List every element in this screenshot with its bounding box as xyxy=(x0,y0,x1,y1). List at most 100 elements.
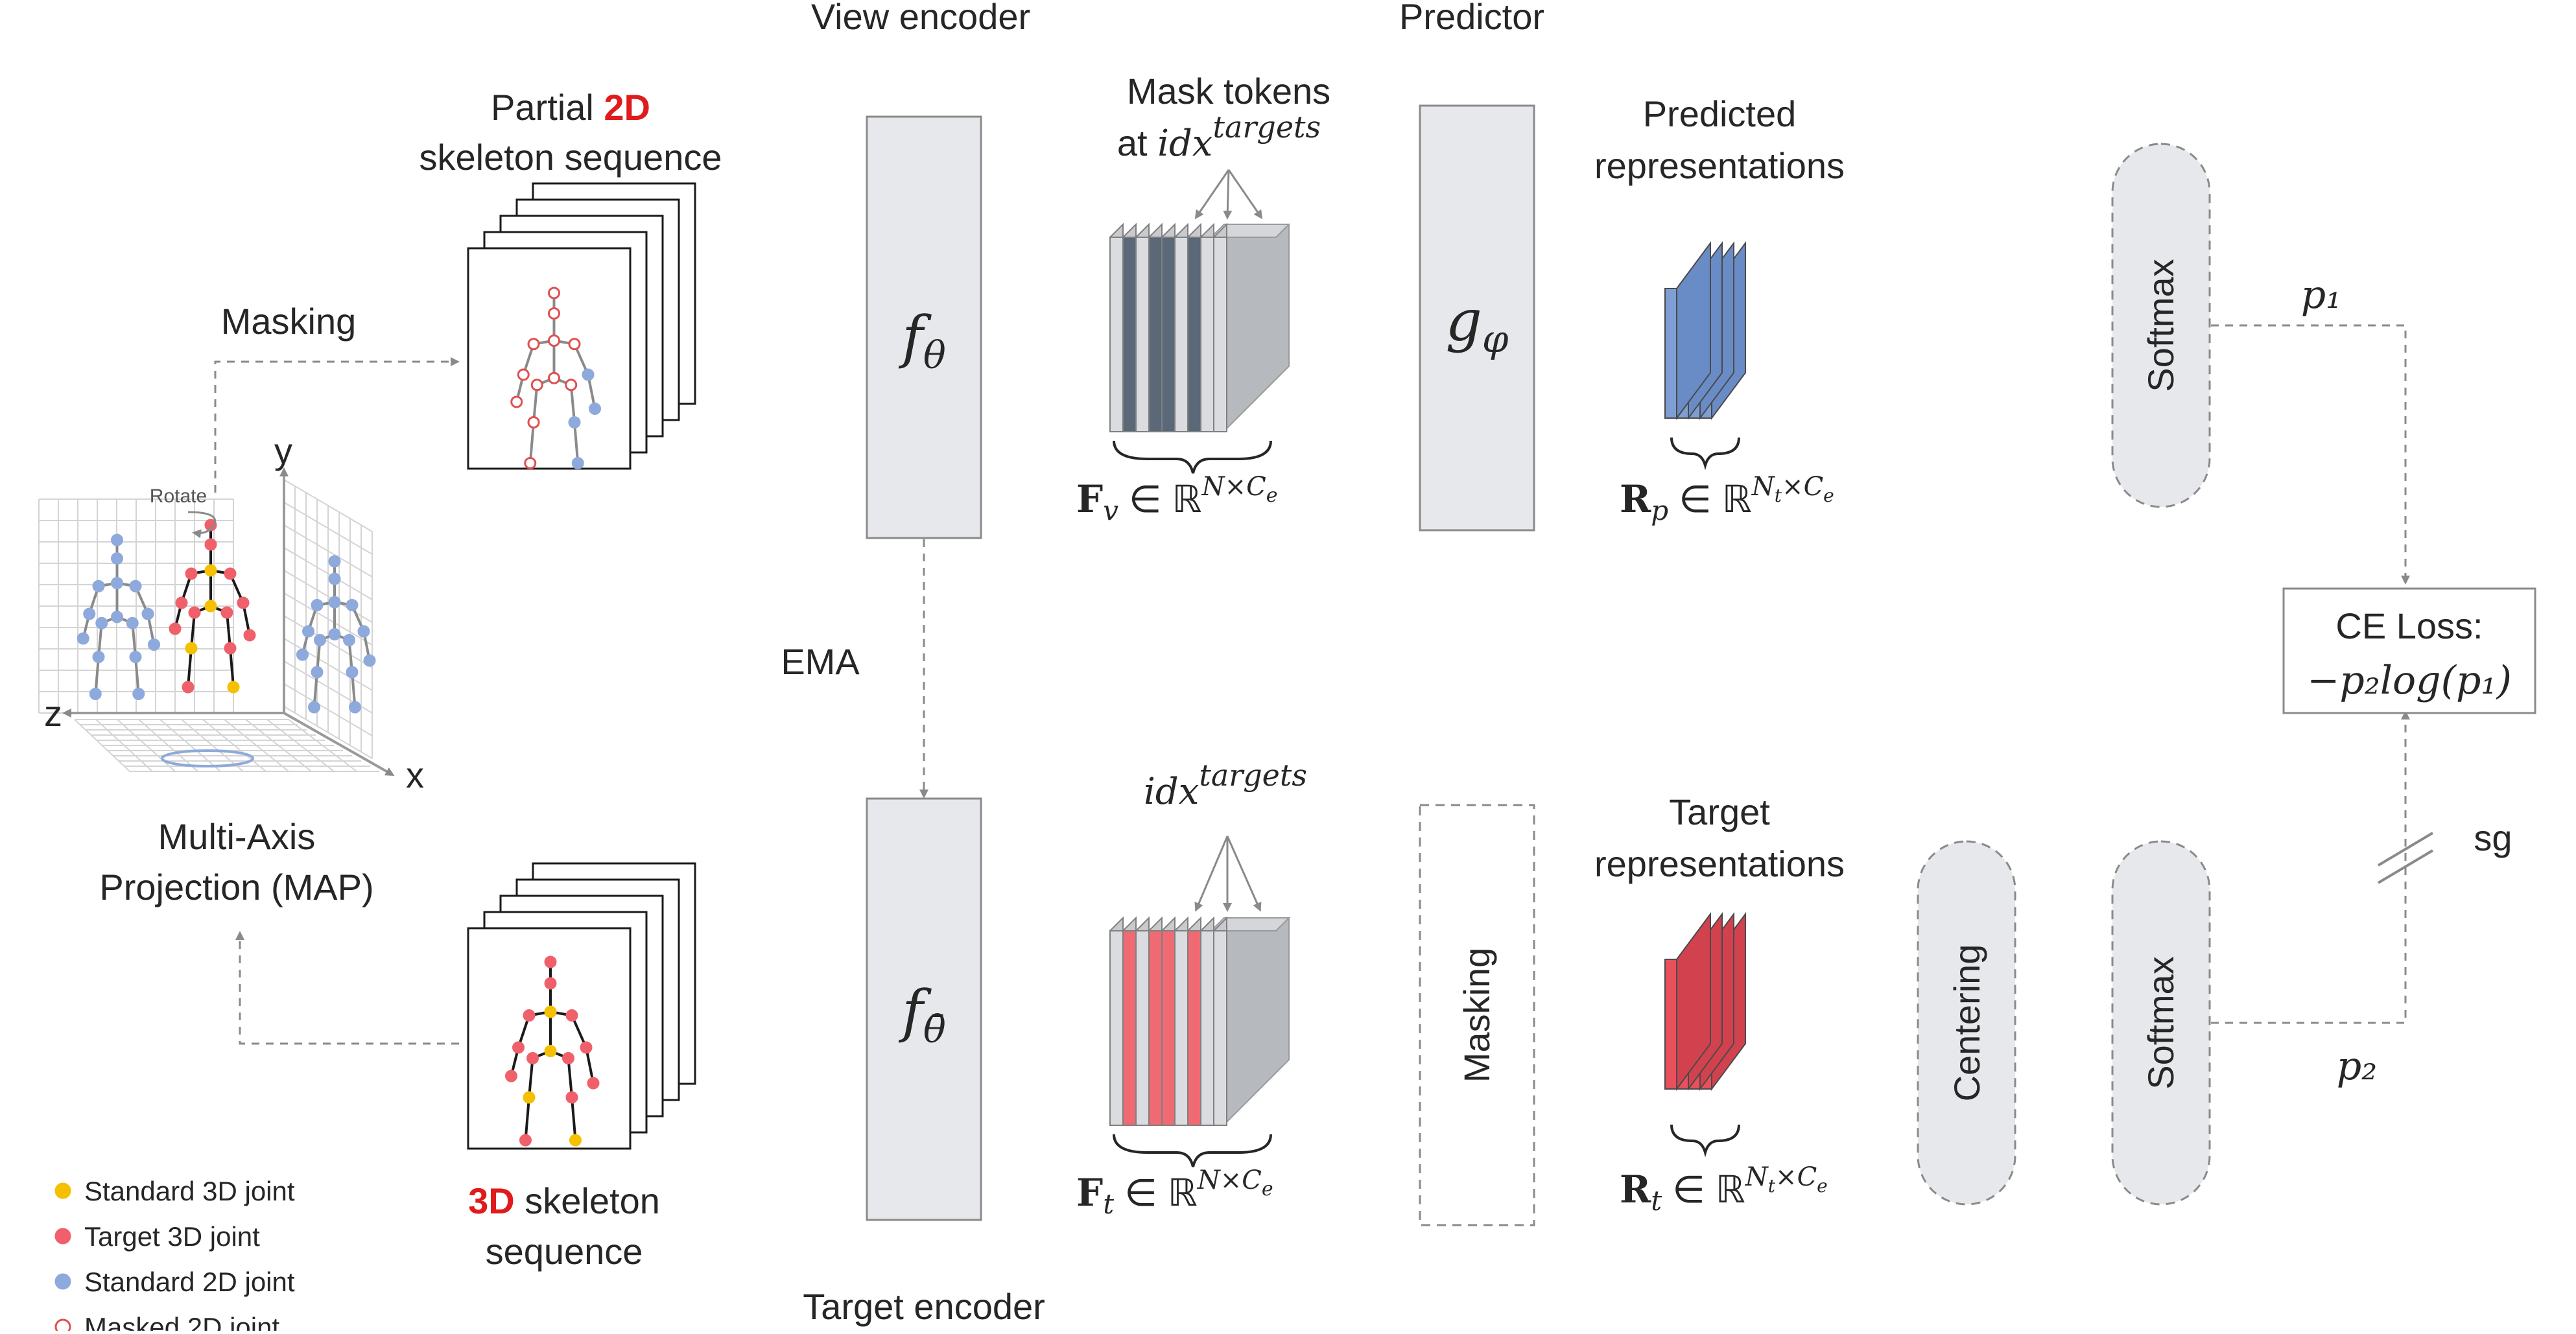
skeleton-joint xyxy=(568,416,581,428)
skeleton-joint xyxy=(243,629,256,642)
skeleton-joint xyxy=(77,632,89,645)
skeleton-joint xyxy=(204,564,217,577)
rp-brace xyxy=(1670,437,1740,471)
skeleton-joint xyxy=(544,977,557,990)
feature-token xyxy=(1187,237,1201,432)
predicted-label-1: Predicted xyxy=(1643,93,1797,134)
partial-2d-label-1: Partial 2D xyxy=(491,87,650,128)
skeleton-joint xyxy=(544,955,557,968)
skeleton-joint xyxy=(308,701,320,714)
p2-label: p₂ xyxy=(2337,1044,2377,1089)
skeleton-joint xyxy=(126,616,139,629)
skeleton-joint xyxy=(111,533,123,546)
ft-brace xyxy=(1113,1134,1272,1167)
target-feature-stack xyxy=(1109,916,1291,1127)
ce-loss-title: CE Loss: xyxy=(2335,605,2483,646)
legend-label: Standard 2D joint xyxy=(84,1267,295,1297)
ce-loss-box xyxy=(2282,587,2536,714)
centering-label: Centering xyxy=(1946,944,1987,1102)
skeleton-joint xyxy=(523,1091,536,1104)
target-repr-label-1: Target xyxy=(1669,791,1770,832)
fv-formula: Fv ∈ ℝN×Ce xyxy=(1076,472,1278,526)
g-phi-symbol: gφ xyxy=(1446,287,1509,361)
mask-tokens-label: Mask tokens xyxy=(1127,71,1330,111)
legend-marker xyxy=(54,1273,71,1290)
to-map-arrow xyxy=(235,931,459,1045)
skeleton-joint xyxy=(510,395,523,408)
feature-token xyxy=(1200,237,1214,432)
skeleton-3d-label-1: 3D skeleton xyxy=(468,1180,660,1221)
skeleton-joint xyxy=(111,611,123,624)
rt-brace xyxy=(1670,1124,1740,1158)
skeleton-joint xyxy=(346,599,359,611)
skeleton-joint xyxy=(328,628,341,640)
feature-token xyxy=(1109,930,1124,1126)
skeleton-joint xyxy=(548,287,560,299)
skeleton-joint xyxy=(296,648,309,661)
predicted-label-2: representations xyxy=(1594,145,1845,186)
p2-arrow xyxy=(2211,710,2410,1024)
ft-formula: Ft ∈ ℝN×Ce xyxy=(1076,1165,1273,1220)
skeleton-joint xyxy=(589,403,601,415)
skeleton-joint xyxy=(349,701,361,714)
softmax-bottom-pill xyxy=(2111,840,2211,1206)
skeleton-joint xyxy=(512,1041,525,1054)
skeleton-joint xyxy=(89,688,102,700)
skeleton-joint xyxy=(111,577,123,589)
skeleton-joint xyxy=(185,642,198,655)
predictor-box xyxy=(1419,104,1535,532)
skeleton-joint xyxy=(328,572,341,585)
skeleton-joint xyxy=(517,368,530,381)
skeleton-joint xyxy=(204,519,217,532)
softmax-top-pill xyxy=(2111,143,2211,508)
feature-token xyxy=(1109,237,1124,432)
skeleton-joint xyxy=(548,307,560,320)
skeleton-joint xyxy=(129,651,142,663)
skeleton-3d-stack xyxy=(467,862,696,1150)
skeleton-joint xyxy=(111,552,123,565)
predictor-label: Predictor xyxy=(1399,0,1544,37)
legend-label: Standard 3D joint xyxy=(84,1176,295,1206)
softmax-top-label: Softmax xyxy=(2140,259,2181,392)
skeleton-joint xyxy=(565,379,578,392)
feature-token xyxy=(1161,237,1176,432)
skeleton-joint xyxy=(568,338,581,351)
skeleton-joint xyxy=(175,596,188,609)
skeleton-joint xyxy=(548,371,560,384)
skeleton-joint xyxy=(92,579,105,592)
target-representation-stack xyxy=(1664,911,1746,1092)
skeleton-joint xyxy=(224,567,237,580)
masking-box xyxy=(1419,804,1535,1226)
skeleton-joint xyxy=(527,338,540,351)
skeleton-joint xyxy=(519,1134,532,1147)
masking-label: Masking xyxy=(221,301,357,342)
skeleton-joint xyxy=(505,1070,517,1082)
map-label-2: Projection (MAP) xyxy=(99,867,373,907)
representation-token xyxy=(1664,288,1677,419)
skeleton-joint xyxy=(328,555,341,568)
skeleton-joint xyxy=(328,596,341,609)
skeleton-joint xyxy=(582,368,595,381)
skeleton-joint xyxy=(524,457,537,469)
skeleton-joint xyxy=(169,622,182,635)
feature-token xyxy=(1213,237,1227,432)
skeleton-joint xyxy=(569,1134,582,1147)
feature-token xyxy=(1122,930,1137,1126)
axis-z-label: z xyxy=(44,693,62,734)
target-encoder-box xyxy=(866,797,982,1221)
skeleton-joint xyxy=(185,567,198,580)
sg-mark-2 xyxy=(2377,849,2434,884)
skeleton-joint xyxy=(204,538,217,551)
axis-x-label: x xyxy=(406,755,424,795)
skeleton-joint xyxy=(530,379,543,392)
skeleton-joint xyxy=(129,579,142,592)
legend-marker xyxy=(54,1228,71,1245)
skeleton-joint xyxy=(224,642,237,655)
predicted-representation-stack xyxy=(1664,240,1746,421)
skeleton-joint xyxy=(227,681,240,694)
legend-marker xyxy=(54,1182,71,1199)
skeleton-joint xyxy=(544,1045,557,1057)
legend-marker xyxy=(54,1318,71,1334)
feature-token xyxy=(1135,237,1150,432)
skeleton-joint xyxy=(565,1009,578,1022)
